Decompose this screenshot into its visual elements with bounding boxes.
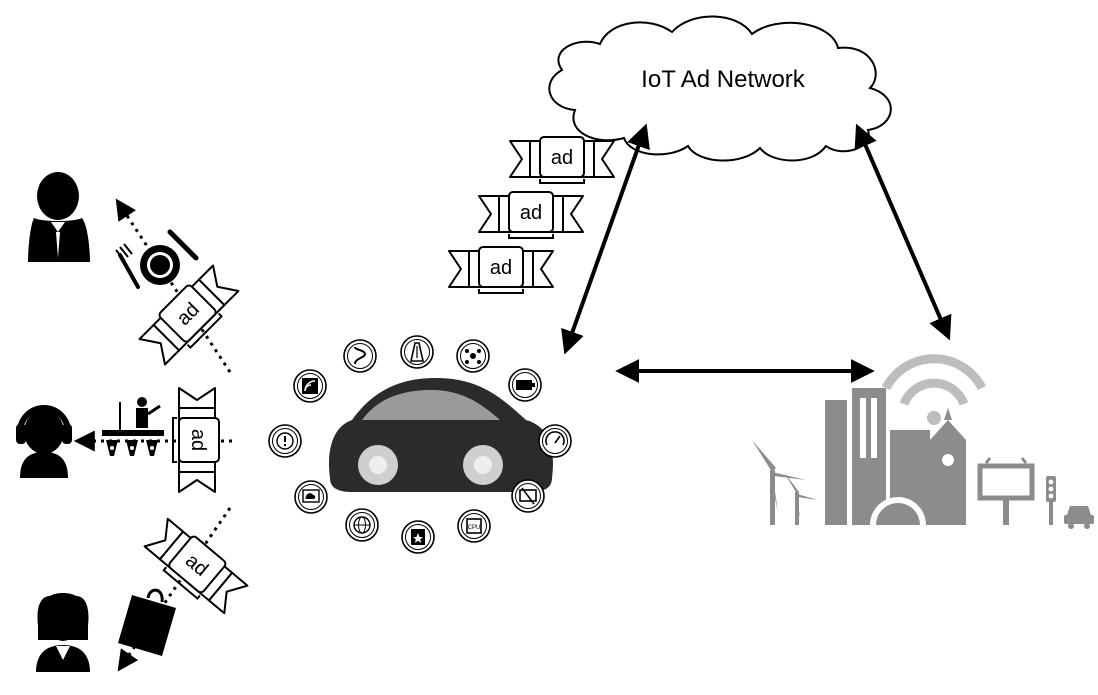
- media-icon: [401, 520, 435, 554]
- route-icon: [343, 339, 377, 373]
- svg-text:ad: ad: [520, 202, 542, 224]
- wireless-icon: [293, 369, 327, 403]
- www-icon: [345, 508, 379, 542]
- network-icon: [456, 339, 490, 373]
- wind-turbine-icon: [752, 440, 818, 525]
- wifi-icon: [882, 354, 986, 406]
- arrow-network-city: [854, 123, 952, 341]
- diagnostics-icon: [511, 479, 545, 513]
- dotted-arrow-user-1: [115, 198, 232, 373]
- ad-ribbon-user-3: ad: [139, 514, 251, 619]
- ad-ribbon-network-1: ad: [509, 136, 615, 184]
- weather-icon: [294, 480, 328, 514]
- traffic-light-icon: [1046, 476, 1056, 525]
- smart-city: [752, 354, 1094, 529]
- ad-ribbon-network-3: ad: [448, 246, 554, 294]
- shopping-bag-icon: SALE: [118, 588, 176, 656]
- restaurant-icon: [115, 229, 199, 289]
- warning-gauge-icon: [268, 424, 302, 458]
- battery-icon: [508, 368, 542, 402]
- speedometer-icon: [538, 424, 572, 458]
- connected-vehicle: CPU: [268, 335, 572, 554]
- ad-ribbon-user-2: ad: [172, 387, 220, 493]
- network-label: IoT Ad Network: [641, 66, 806, 93]
- woman-icon: [36, 593, 90, 672]
- car-window: [362, 390, 500, 420]
- listener-headphones-icon: [16, 405, 72, 478]
- city-buildings-icon: [825, 388, 966, 525]
- live-music-icon: [102, 397, 164, 456]
- svg-text:ad: ad: [551, 147, 573, 169]
- cpu-icon: CPU: [457, 509, 491, 543]
- iot-ad-network-cloud: IoT Ad Network: [548, 15, 892, 162]
- small-car-icon: [1064, 506, 1094, 529]
- arrow-network-vehicle: [561, 123, 650, 355]
- road-icon: [400, 335, 434, 369]
- businessman-icon: [28, 172, 90, 262]
- ad-ribbon-user-1: ad: [135, 261, 244, 370]
- svg-text:CPU: CPU: [468, 525, 481, 531]
- billboard-icon: [977, 457, 1035, 525]
- svg-text:ad: ad: [490, 257, 512, 279]
- svg-text:ad: ad: [187, 429, 209, 451]
- ad-ribbon-network-2: ad: [478, 191, 584, 239]
